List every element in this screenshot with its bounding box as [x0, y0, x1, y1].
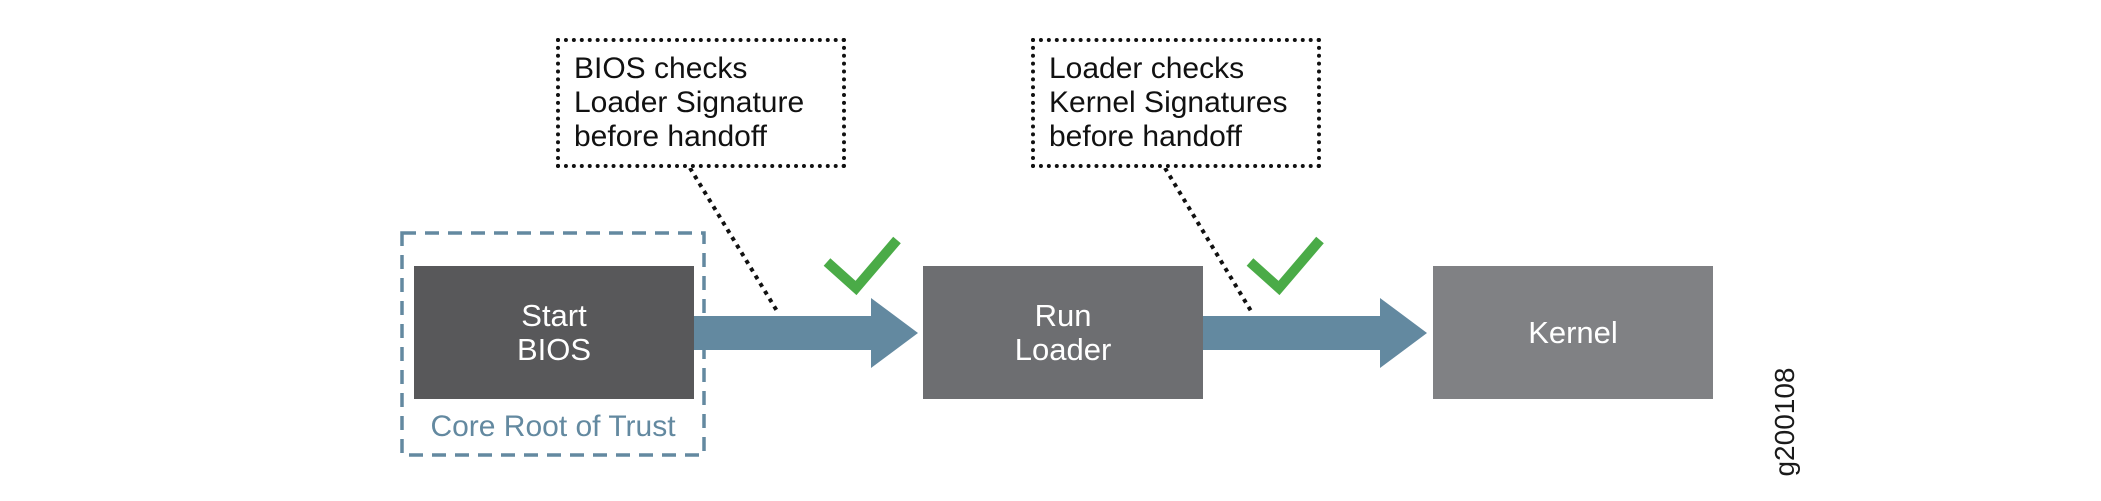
run-loader-box: Run Loader: [923, 266, 1203, 399]
figure-id-label: g200108: [1769, 367, 1800, 477]
root-of-trust-label: Core Root of Trust: [430, 410, 676, 443]
kernel-box: Kernel: [1433, 266, 1713, 399]
root-of-trust-boundary: [400, 231, 706, 457]
bios-check-callout: BIOS checks Loader Signature before hand…: [556, 38, 846, 168]
callout-leader-line: [1163, 166, 1253, 313]
right-arrow-icon: [1203, 298, 1427, 368]
right-arrow-icon: [694, 298, 918, 368]
kernel-label: Kernel: [1528, 314, 1618, 350]
run-loader-label: Run Loader: [1014, 297, 1112, 367]
checkmark-icon: [1246, 236, 1324, 296]
loader-check-callout: Loader checks Kernel Signatures before h…: [1031, 38, 1321, 168]
start-bios-label: Start BIOS: [516, 297, 592, 367]
start-bios-box: Start BIOS: [414, 266, 694, 399]
callout-leader-line: [688, 166, 779, 313]
checkmark-icon: [823, 236, 901, 296]
